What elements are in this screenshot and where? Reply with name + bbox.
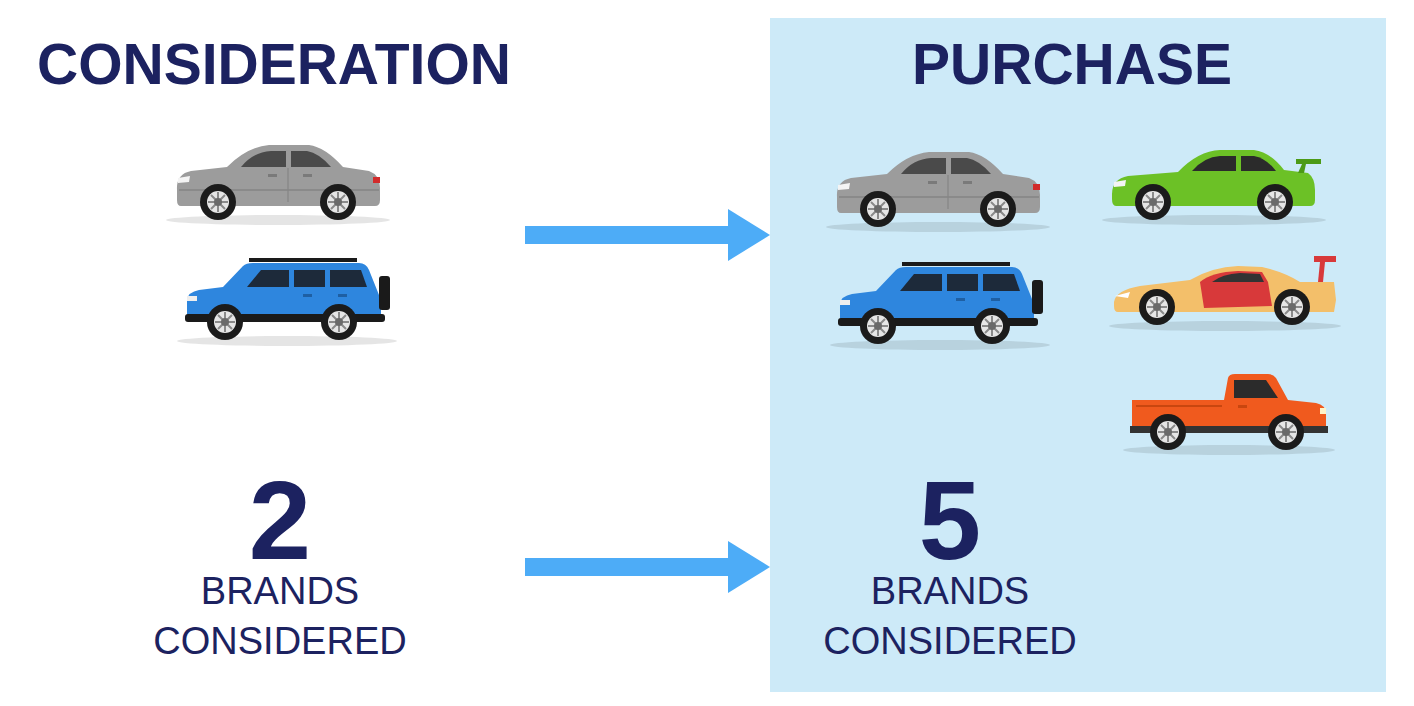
- arrow-head: [728, 541, 770, 593]
- flow-arrow: [525, 209, 770, 261]
- pickup-truck: [1123, 374, 1335, 455]
- count-number: 5: [770, 465, 1130, 577]
- sedan-car: [166, 145, 390, 225]
- panel-heading: CONSIDERATION: [37, 36, 527, 93]
- count-caption: BRANDS CONSIDERED: [805, 566, 1095, 666]
- count-group: 5BRANDS CONSIDERED: [770, 455, 1130, 675]
- count-group: 2BRANDS CONSIDERED: [35, 455, 525, 675]
- panel-heading: PURCHASE: [900, 36, 1244, 93]
- arrow-head: [728, 209, 770, 261]
- coupe-car: [1102, 150, 1326, 225]
- purchase-panel: PURCHASE 5BRANDS CONSIDERED: [770, 18, 1386, 692]
- suv-car: [177, 258, 397, 346]
- arrow-shaft: [525, 226, 729, 244]
- sedan-car: [826, 152, 1050, 232]
- flow-arrow: [525, 541, 770, 593]
- consideration-column: CONSIDERATION 2BRANDS CONSIDERED: [18, 18, 525, 692]
- arrow-shaft: [525, 558, 729, 576]
- count-number: 2: [35, 465, 525, 577]
- sports-car: [1109, 256, 1341, 331]
- count-caption: BRANDS CONSIDERED: [135, 566, 425, 666]
- suv-car: [830, 262, 1050, 350]
